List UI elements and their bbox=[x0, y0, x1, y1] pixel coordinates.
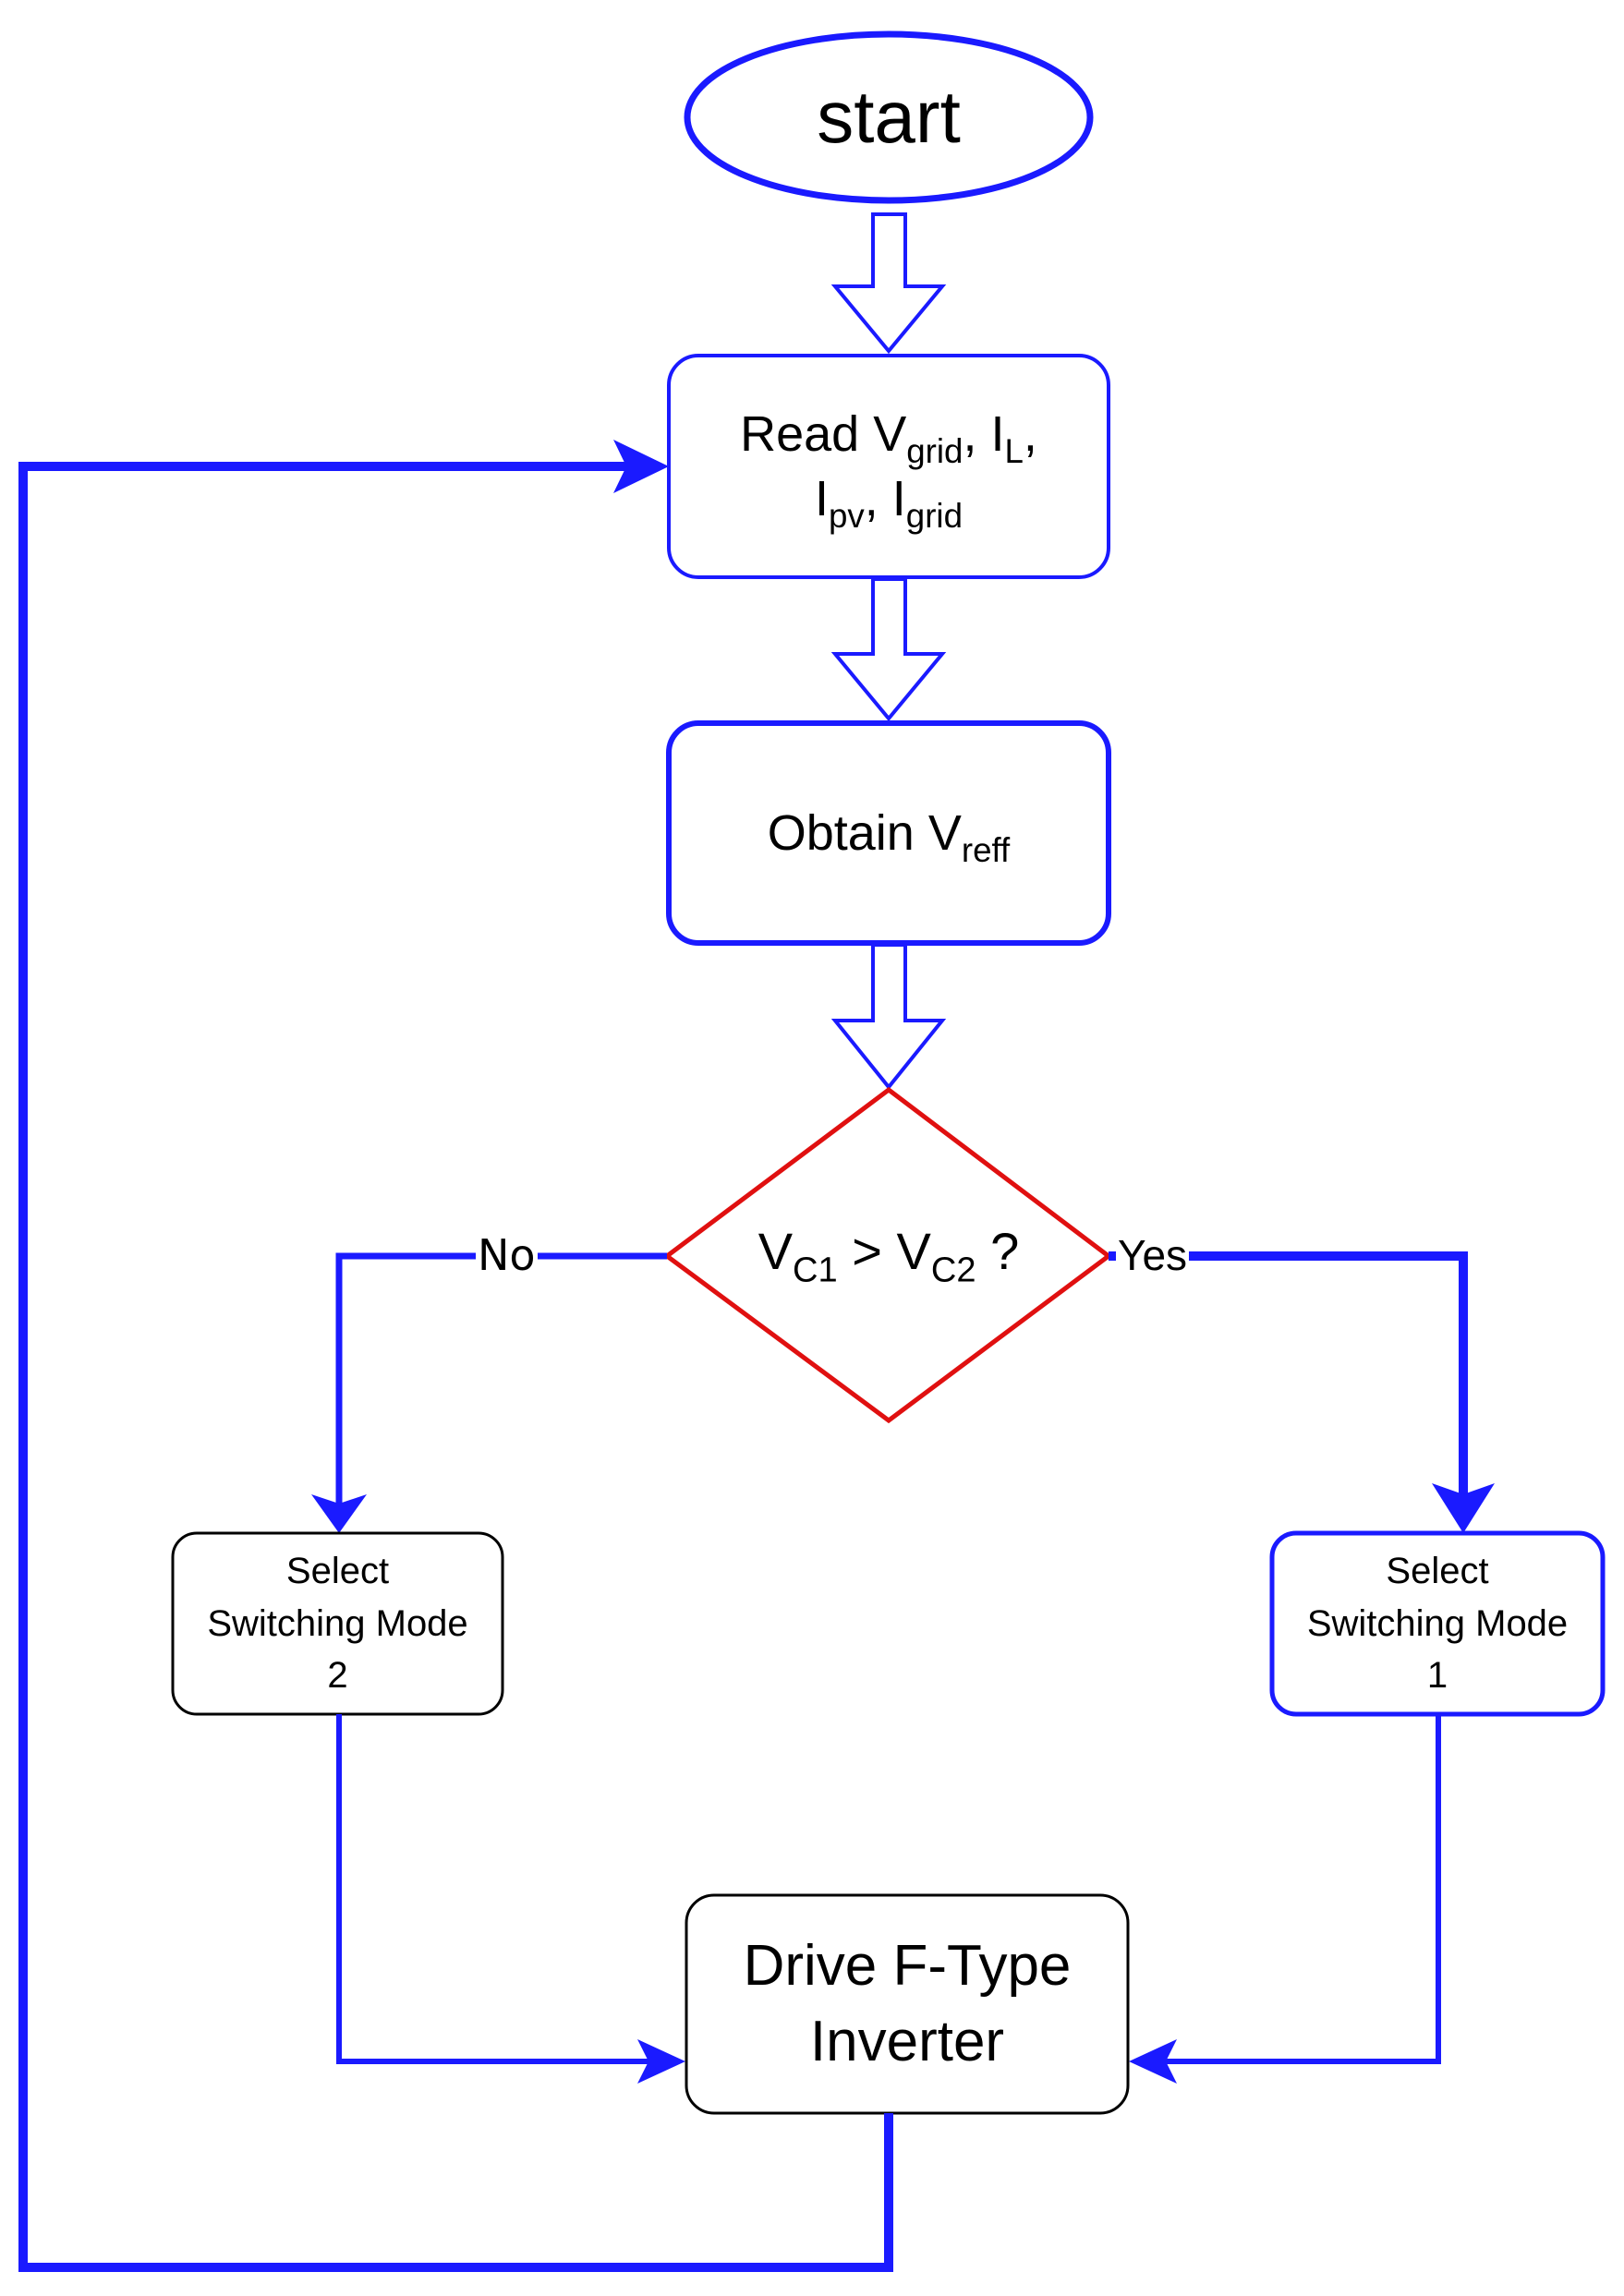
mode2-line-3: 2 bbox=[327, 1655, 348, 1697]
arrowhead-drive-left bbox=[637, 2039, 685, 2084]
decision-suffix: ? bbox=[976, 1221, 1020, 1280]
obtain-prefix: Obtain V bbox=[767, 804, 962, 861]
read-mid-1: , I bbox=[963, 405, 1005, 462]
read-sub-pv: pv bbox=[828, 496, 865, 535]
read-prefix: Read V bbox=[740, 405, 907, 462]
drive-line-1: Drive F-Type bbox=[743, 1934, 1072, 1999]
read-pre-2: I bbox=[814, 471, 829, 526]
obtain-sub-reff: reff bbox=[961, 830, 1011, 869]
yes-edge-label: Yes bbox=[1116, 1231, 1190, 1279]
arrowhead-read-left bbox=[613, 440, 669, 493]
mode2-label: Select Switching Mode 2 bbox=[173, 1533, 503, 1714]
read-sub-l: L bbox=[1004, 431, 1024, 470]
drive-label: Drive F-Type Inverter bbox=[686, 1895, 1128, 2113]
read-line-1: Read Vgrid, IL, bbox=[740, 402, 1037, 468]
hollow-arrow-start-to-read bbox=[830, 212, 947, 355]
drive-process-box[interactable] bbox=[685, 1893, 1130, 2115]
read-mid-2: , bbox=[1023, 405, 1037, 462]
start-text: start bbox=[817, 76, 961, 158]
start-label: start bbox=[687, 66, 1090, 168]
mode1-label: Select Switching Mode 1 bbox=[1272, 1533, 1603, 1714]
decision-sub-c1: C1 bbox=[793, 1250, 838, 1289]
decision-diamond[interactable] bbox=[662, 1086, 1113, 1424]
drive-line-2: Inverter bbox=[809, 2010, 1005, 2073]
decision-label: VC1 > VC2 ? bbox=[704, 1191, 1073, 1311]
read-sub-grid: grid bbox=[906, 431, 963, 470]
obtain-process-box[interactable] bbox=[666, 720, 1111, 946]
arrowhead-mode1 bbox=[1432, 1483, 1495, 1533]
edge-yes-branch bbox=[1109, 1251, 1468, 1504]
edge-loop-back bbox=[18, 462, 893, 2272]
mode1-line-1: Select bbox=[1386, 1550, 1489, 1591]
edge-no-branch bbox=[334, 1252, 667, 1517]
arrowhead-drive-right bbox=[1129, 2039, 1177, 2084]
arrowhead-mode2 bbox=[311, 1494, 367, 1533]
edge-mode1-to-drive bbox=[1164, 1714, 1441, 2064]
decision-op: > V bbox=[837, 1221, 931, 1280]
mode1-line-2: Switching Mode bbox=[1306, 1602, 1569, 1644]
mode2-line-1: Select bbox=[285, 1550, 390, 1591]
decision-v1: V bbox=[757, 1221, 794, 1280]
read-line-2: Ipv, Igrid bbox=[814, 466, 963, 533]
read-label: Read Vgrid, IL, Ipv, Igrid bbox=[669, 356, 1109, 577]
mode2-line-2: Switching Mode bbox=[207, 1602, 468, 1644]
read-mid-3: , I bbox=[864, 471, 906, 526]
hollow-arrow-read-to-obtain bbox=[830, 577, 947, 722]
read-sub-grid-2: grid bbox=[905, 496, 963, 535]
edge-mode2-to-drive bbox=[336, 1714, 651, 2064]
no-edge-label: No bbox=[476, 1230, 538, 1280]
hollow-arrow-obtain-to-decision bbox=[830, 943, 947, 1091]
mode1-line-3: 1 bbox=[1426, 1655, 1448, 1697]
decision-sub-c2: C2 bbox=[930, 1250, 976, 1289]
start-terminator[interactable] bbox=[684, 30, 1094, 204]
obtain-label: Obtain Vreff bbox=[669, 723, 1109, 943]
